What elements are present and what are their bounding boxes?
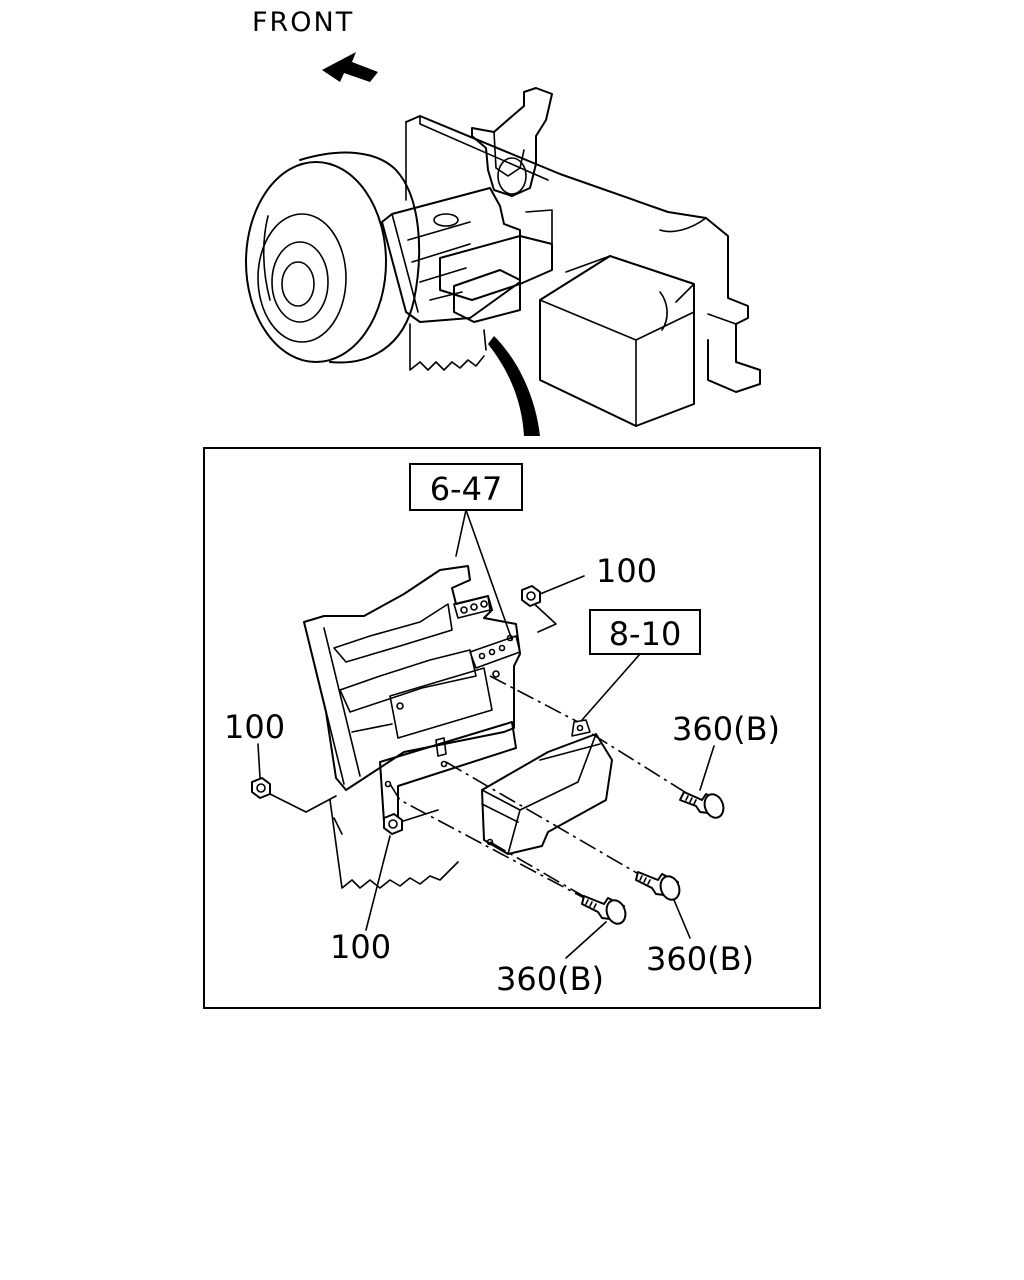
ref-box-8-10: 8-10 (589, 609, 701, 655)
vehicle-overview-illustration (245, 87, 761, 436)
bracket-assembly-illustration (261, 565, 689, 901)
nut-bottom (383, 813, 403, 835)
bolt-middle (635, 871, 681, 901)
ref-box-6-47: 6-47 (409, 463, 523, 511)
callout-bolt-middle: 360(B) (646, 940, 754, 978)
bolt-right (679, 791, 725, 819)
ref-box-6-47-label: 6-47 (430, 470, 503, 508)
nut-left (251, 777, 271, 799)
callout-nut-left: 100 (224, 708, 285, 746)
front-label: FRONT (252, 7, 354, 38)
callout-nut-top: 100 (596, 552, 657, 590)
callout-bolt-right: 360(B) (672, 710, 780, 748)
detail-frame (203, 447, 821, 1009)
nut-top (521, 585, 541, 607)
callout-nut-bottom: 100 (330, 928, 391, 966)
front-arrow-icon (322, 52, 378, 82)
ref-box-8-10-label: 8-10 (609, 615, 682, 653)
bolt-bottom (581, 895, 627, 925)
callout-bolt-bottom: 360(B) (496, 960, 604, 998)
